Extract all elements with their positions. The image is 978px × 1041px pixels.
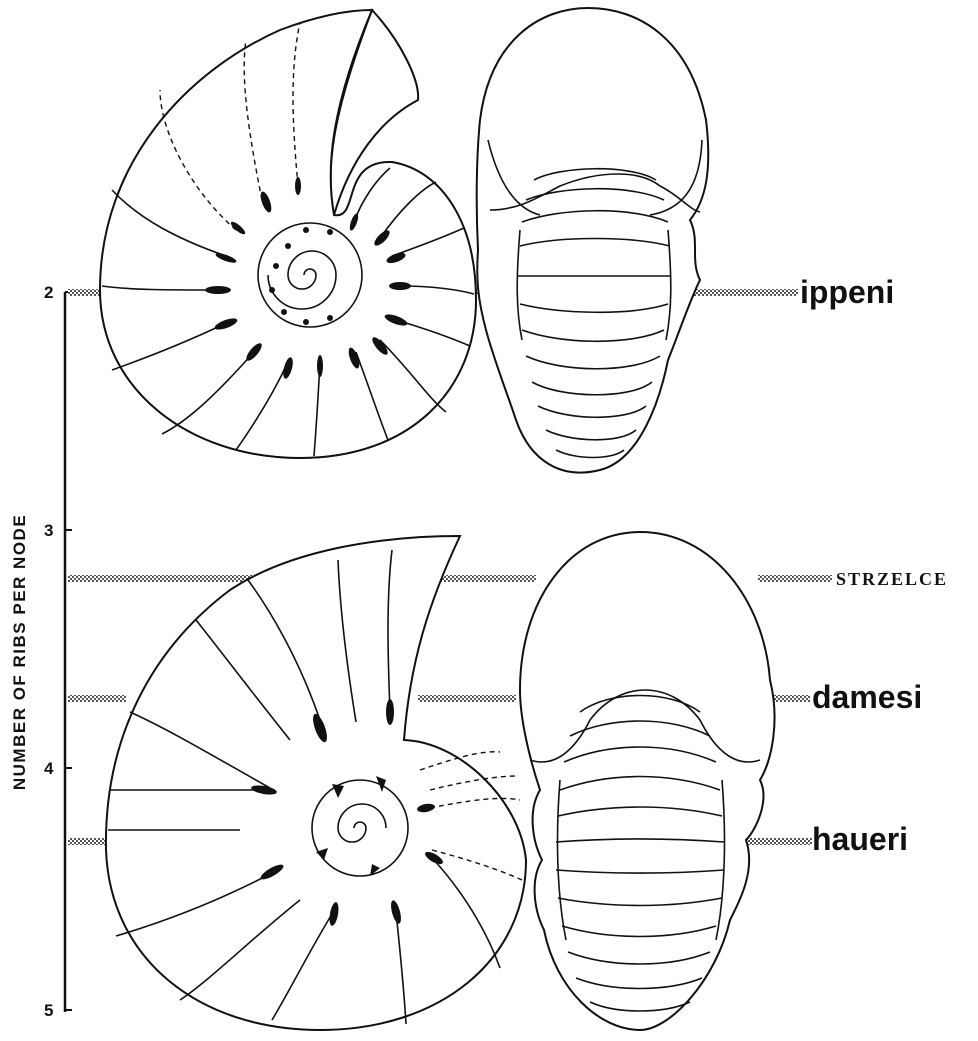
marker-bar-damesi-right	[774, 695, 810, 702]
marker-bar-damesi-mid	[418, 695, 516, 702]
ribs-per-node-axis: 2 3 4 5 NUMBER OF RIBS PER NODE	[10, 283, 72, 1020]
label-ippeni: ippeni	[800, 274, 894, 310]
axis-tick-label-4: 4	[44, 759, 54, 778]
ammonite-ippeni-lateral	[100, 10, 476, 458]
marker-bar-strzelce-left	[68, 575, 268, 582]
ammonite-ippeni-apertural	[477, 8, 709, 473]
marker-bar-haueri-right	[742, 838, 812, 845]
marker-bar-strzelce-right	[758, 575, 832, 582]
axis-title: NUMBER OF RIBS PER NODE	[10, 514, 29, 790]
axis-tick-label-5: 5	[44, 1001, 53, 1020]
axis-tick-label-3: 3	[44, 521, 53, 540]
marker-bar-ippeni-right	[680, 289, 798, 296]
ammonite-damesi-lateral	[106, 536, 526, 1030]
marker-bar-ippeni-left	[68, 289, 104, 296]
marker-bar-haueri-left	[68, 838, 108, 845]
marker-labels: ippeni STRZELCE damesi haueri	[800, 274, 948, 857]
label-damesi: damesi	[812, 679, 922, 715]
label-haueri: haueri	[812, 821, 908, 857]
axis-tick-label-2: 2	[44, 283, 53, 302]
marker-bar-damesi-left	[68, 695, 126, 702]
ammonite-damesi-apertural	[520, 532, 775, 1030]
label-strzelce: STRZELCE	[836, 569, 948, 589]
